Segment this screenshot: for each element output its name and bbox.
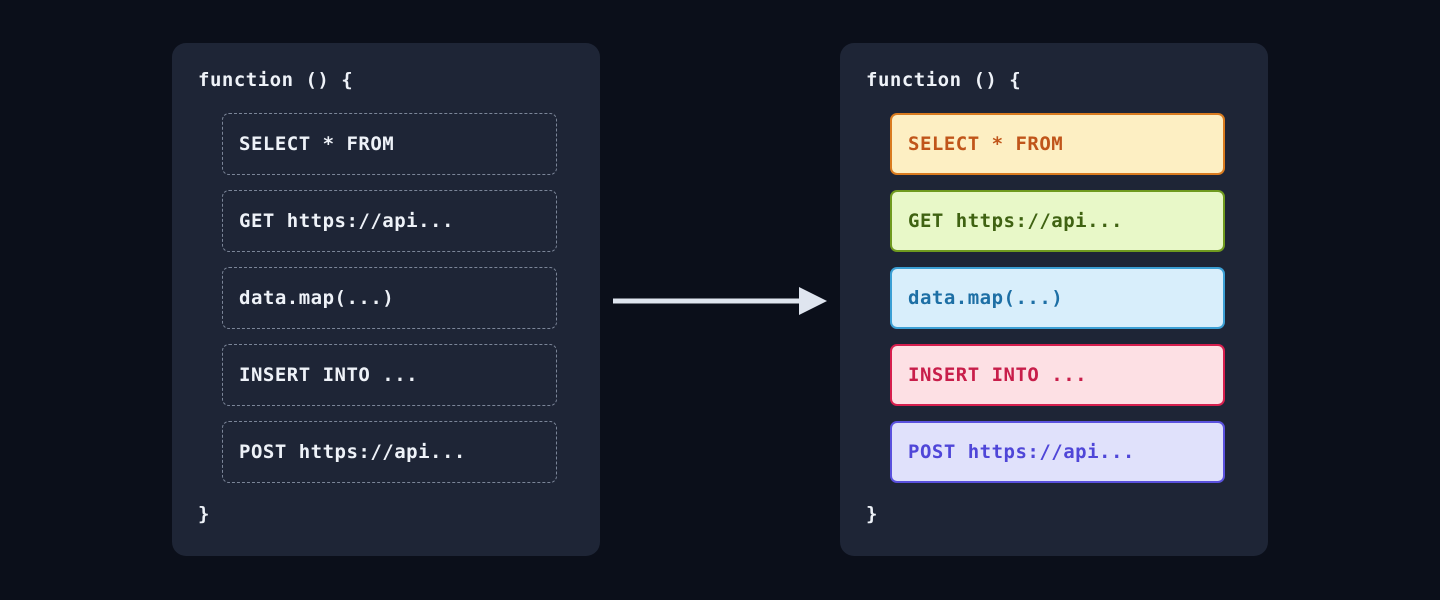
statement-box-http-get[interactable]: GET https://api...: [890, 190, 1225, 252]
function-close-line-right: }: [866, 503, 878, 525]
untagged-code-panel: function () { SELECT * FROM GET https://…: [172, 43, 600, 556]
statement-box-js-map[interactable]: data.map(...): [890, 267, 1225, 329]
statement-box-sql-select[interactable]: SELECT * FROM: [890, 113, 1225, 175]
statement-box-plain[interactable]: INSERT INTO ...: [222, 344, 557, 406]
statement-box-sql-insert[interactable]: INSERT INTO ...: [890, 344, 1225, 406]
statement-box-http-post[interactable]: POST https://api...: [890, 421, 1225, 483]
function-open-line-right: function () {: [866, 69, 1022, 91]
function-close-line-left: }: [198, 503, 210, 525]
tagged-statement-list: SELECT * FROM GET https://api... data.ma…: [890, 113, 1225, 483]
statement-box-plain[interactable]: POST https://api...: [222, 421, 557, 483]
function-open-line-left: function () {: [198, 69, 354, 91]
arrow-head: [799, 287, 827, 315]
statement-box-plain[interactable]: data.map(...): [222, 267, 557, 329]
statement-box-plain[interactable]: GET https://api...: [222, 190, 557, 252]
transform-arrow: [613, 287, 827, 315]
statement-box-plain[interactable]: SELECT * FROM: [222, 113, 557, 175]
tagged-code-panel: function () { SELECT * FROM GET https://…: [840, 43, 1268, 556]
untagged-statement-list: SELECT * FROM GET https://api... data.ma…: [222, 113, 557, 483]
